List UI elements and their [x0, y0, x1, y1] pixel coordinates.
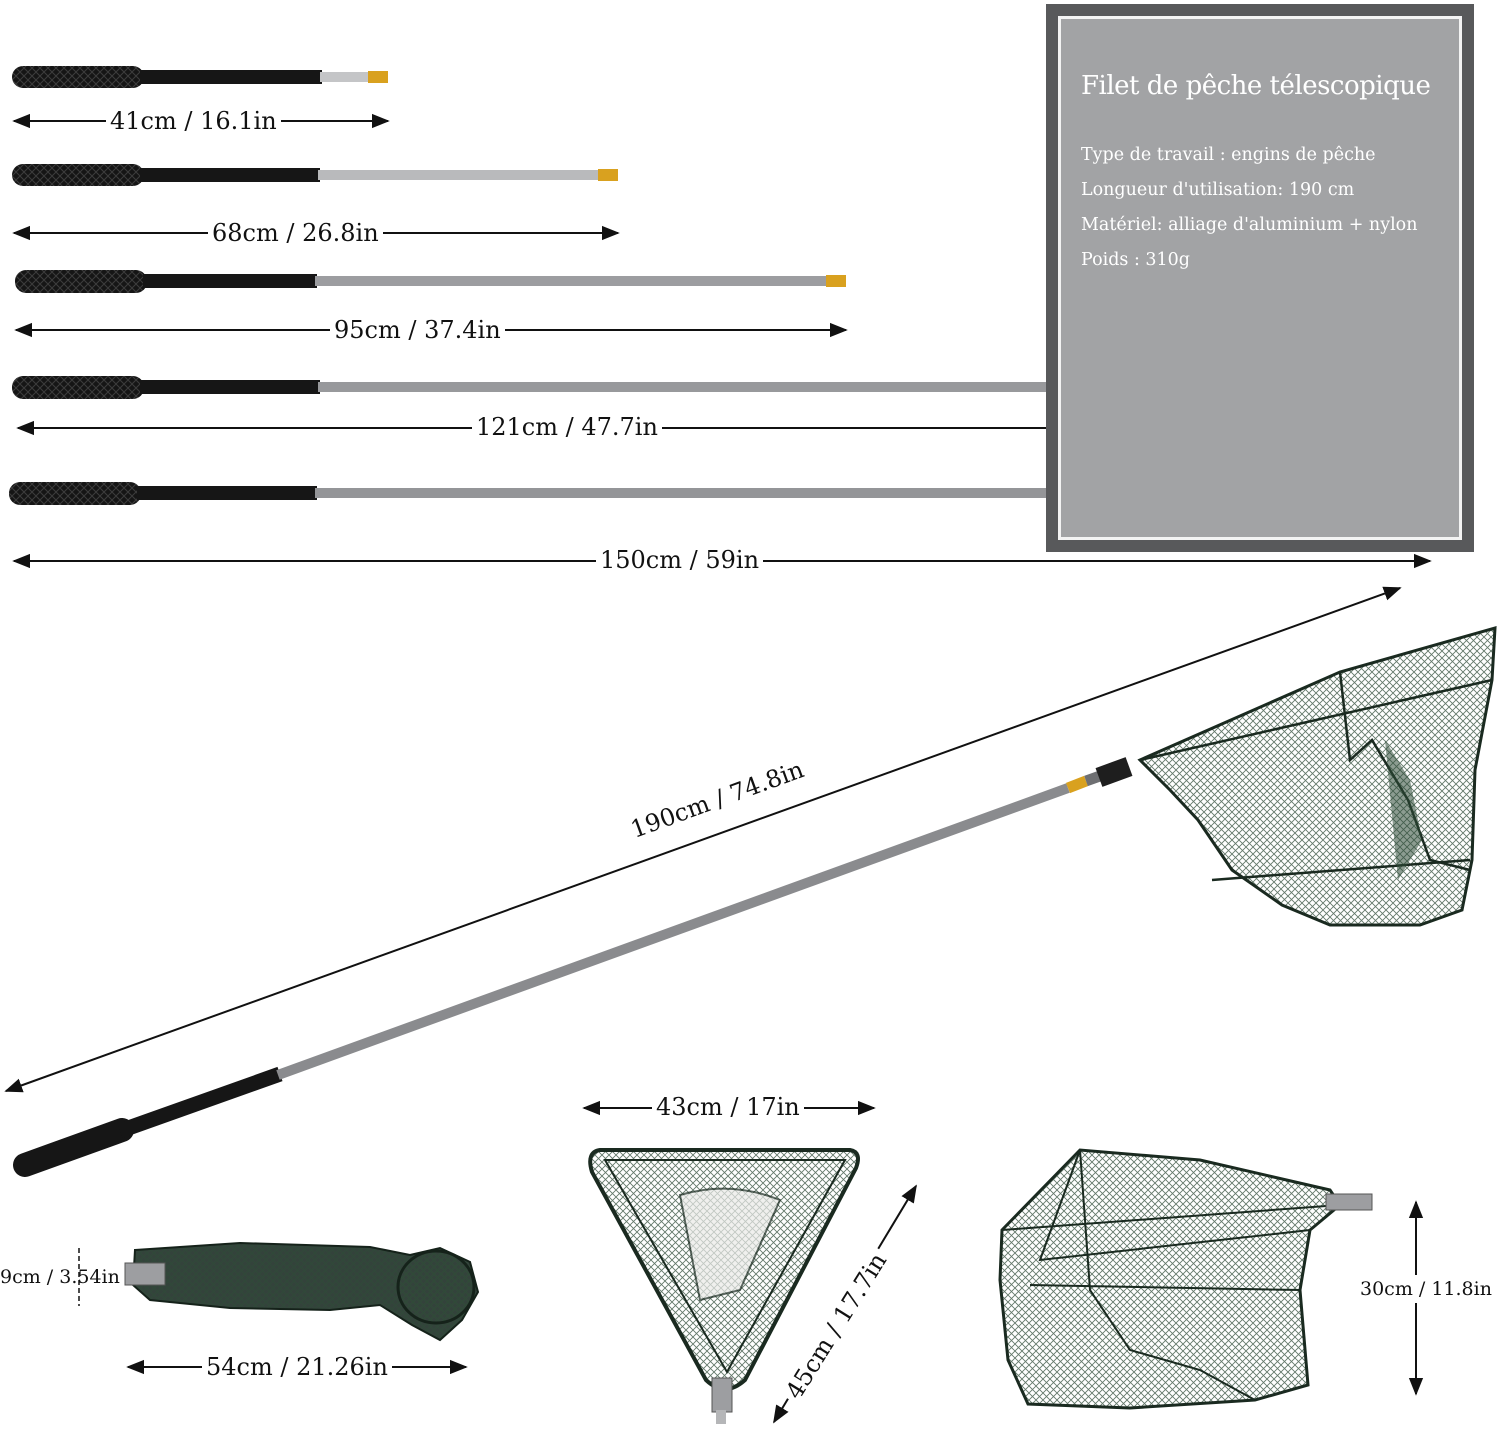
net-front-view — [588, 1148, 860, 1424]
label-folded-length: 54cm / 21.26in — [202, 1353, 392, 1381]
spec-panel: Filet de pêche télescopique Type de trav… — [1058, 16, 1462, 540]
label-net-depth: 30cm / 11.8in — [1356, 1275, 1496, 1303]
folded-net — [124, 1241, 480, 1342]
spec-line-weight: Poids : 310g — [1081, 250, 1191, 270]
pole-41cm — [12, 66, 388, 88]
spec-title: Filet de pêche télescopique — [1081, 71, 1431, 101]
label-150cm: 150cm / 59in — [596, 546, 764, 574]
extended-landing-net — [13, 625, 1497, 1177]
net-side-view — [998, 1148, 1373, 1410]
label-95cm: 95cm / 37.4in — [330, 316, 505, 344]
label-68cm: 68cm / 26.8in — [208, 219, 383, 247]
pole-95cm — [15, 270, 846, 293]
spec-line-usage-length: Longueur d'utilisation: 190 cm — [1081, 180, 1355, 200]
label-41cm: 41cm / 16.1in — [106, 107, 281, 135]
spec-box: Filet de pêche télescopique Type de trav… — [1046, 4, 1474, 552]
spec-line-work-type: Type de travail : engins de pêche — [1081, 145, 1376, 165]
label-folded-height: 9cm / 3.54in — [0, 1266, 120, 1288]
spec-line-material: Matériel: alliage d'aluminium + nylon — [1081, 215, 1418, 235]
pole-121cm — [12, 376, 1168, 400]
dimension-line-190cm — [4, 586, 1402, 1093]
label-net-width: 43cm / 17in — [652, 1093, 804, 1121]
pole-68cm — [12, 164, 618, 186]
label-121cm: 121cm / 47.7in — [472, 413, 662, 441]
